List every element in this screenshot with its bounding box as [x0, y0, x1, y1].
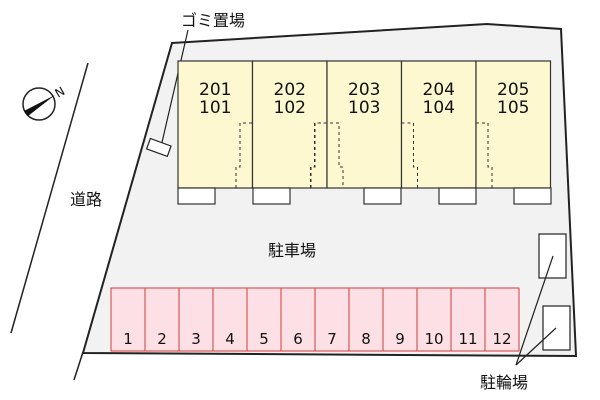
parking-space-10: 10: [416, 287, 452, 352]
parking-space-4: 4: [212, 287, 248, 352]
parking-space-number: 9: [395, 330, 405, 348]
parking-space-number: 12: [492, 330, 511, 348]
parking-space-number: 8: [361, 330, 371, 348]
parking-space-number: 2: [157, 330, 167, 348]
parking-space-number: 7: [327, 330, 337, 348]
bicycle-leader-line-2: [515, 327, 557, 366]
parking-space-3: 3: [178, 287, 214, 352]
garbage-area-label: ゴミ置場: [181, 11, 245, 30]
garbage-leader-line: [159, 29, 189, 152]
bicycle-parking-label: 駐輪場: [480, 373, 528, 392]
parking-space-11: 11: [450, 287, 486, 352]
unit-lower-number: 104: [423, 98, 455, 118]
parking-lot-label: 駐車場: [268, 241, 316, 260]
parking-space-number: 3: [191, 330, 201, 348]
entrance-step: [363, 187, 402, 205]
parking-space-9: 9: [382, 287, 418, 352]
entrance-step: [438, 187, 477, 205]
parking-space-5: 5: [246, 287, 282, 352]
unit-upper-number: 203: [348, 80, 380, 100]
compass-north-label: N: [53, 84, 68, 101]
entrance-step: [177, 187, 216, 205]
unit-upper-number: 202: [274, 80, 306, 100]
compass-icon: N: [22, 84, 68, 121]
bicycle-rack-2: [542, 305, 571, 351]
parking-space-number: 6: [293, 330, 303, 348]
entrance-step: [513, 187, 552, 205]
parking-space-8: 8: [348, 287, 384, 352]
road-edge-line: [10, 62, 89, 334]
garbage-area: [145, 137, 172, 158]
bicycle-leader-line-1: [515, 255, 554, 366]
parking-space-2: 2: [144, 287, 180, 352]
parking-space-1: 1: [110, 287, 146, 352]
unit-upper-number: 201: [199, 80, 231, 100]
unit-lower-number: 105: [497, 98, 529, 118]
unit-upper-number: 204: [423, 80, 455, 100]
parking-space-number: 4: [225, 330, 235, 348]
parking-space-12: 12: [484, 287, 520, 352]
road-edge-line-lower: [73, 351, 84, 381]
unit-upper-number: 205: [497, 80, 529, 100]
unit-lower-number: 101: [199, 98, 231, 118]
parking-space-6: 6: [280, 287, 316, 352]
parking-space-number: 5: [259, 330, 269, 348]
parking-space-number: 1: [123, 330, 133, 348]
unit-lower-number: 102: [274, 98, 306, 118]
entrance-step: [252, 187, 291, 205]
parking-space-7: 7: [314, 287, 350, 352]
unit-lower-number: 103: [348, 98, 380, 118]
parking-space-number: 10: [424, 330, 443, 348]
parking-space-number: 11: [458, 330, 477, 348]
road-label: 道路: [70, 190, 102, 209]
